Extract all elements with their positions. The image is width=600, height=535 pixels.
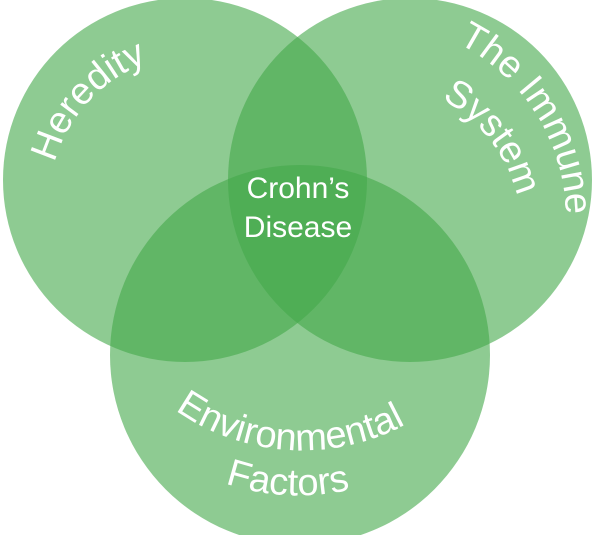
- center-label-line2: Disease: [244, 211, 352, 244]
- environmental-factors-circle: [110, 165, 490, 535]
- center-label-line1: Crohn’s: [247, 172, 350, 205]
